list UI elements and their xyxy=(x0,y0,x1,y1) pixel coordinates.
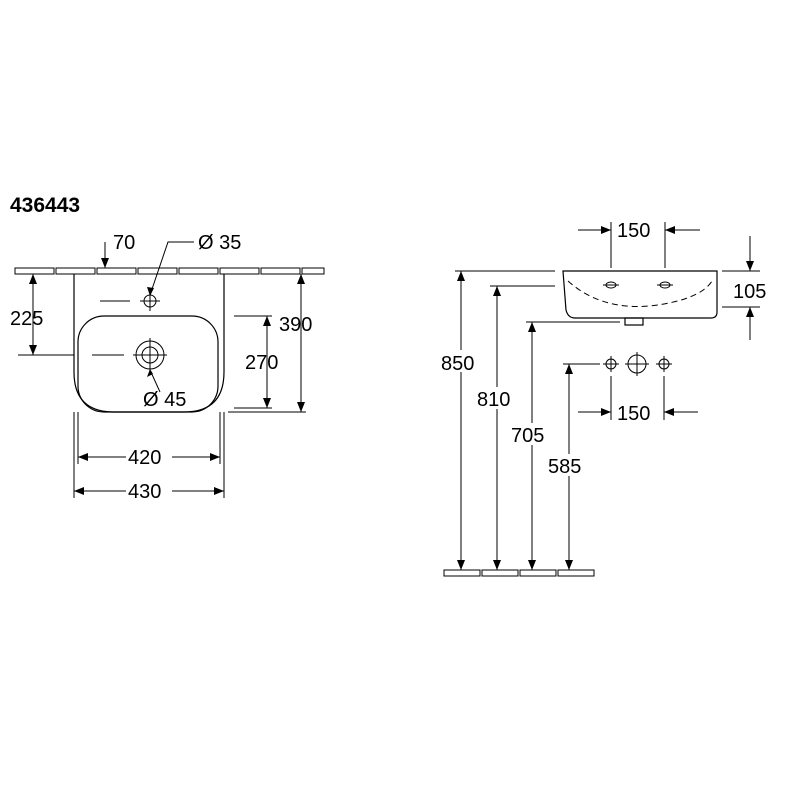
dim-150-top: 150 xyxy=(578,220,700,268)
svg-text:105: 105 xyxy=(733,281,766,303)
wall-top xyxy=(14,267,325,275)
dim-850: 850 xyxy=(440,270,555,570)
dim-dia45: Ø 45 xyxy=(143,369,186,411)
dim-585: 585 xyxy=(547,363,600,570)
floor xyxy=(443,569,595,577)
svg-text:705: 705 xyxy=(511,425,544,447)
dim-dia35: Ø 35 xyxy=(147,232,241,296)
svg-text:150: 150 xyxy=(617,403,650,425)
drain-stub xyxy=(624,317,644,326)
bowl-outline xyxy=(77,315,219,413)
dim-105: 105 xyxy=(722,236,766,340)
dim-705: 705 xyxy=(510,321,620,570)
svg-text:150: 150 xyxy=(617,220,650,242)
tap-holes-top xyxy=(603,281,673,289)
svg-text:585: 585 xyxy=(548,456,581,478)
dim-810: 810 xyxy=(476,285,555,570)
svg-text:Ø 35: Ø 35 xyxy=(198,232,241,254)
svg-text:430: 430 xyxy=(128,481,161,503)
dim-150-bottom: 150 xyxy=(578,376,698,425)
svg-text:850: 850 xyxy=(441,353,474,375)
dim-270: 270 xyxy=(234,315,278,409)
svg-text:70: 70 xyxy=(113,232,135,254)
svg-text:225: 225 xyxy=(10,308,43,330)
svg-text:420: 420 xyxy=(128,447,161,469)
svg-text:810: 810 xyxy=(477,389,510,411)
front-view: 70 Ø 35 225 390 xyxy=(10,232,325,503)
dim-70: 70 xyxy=(101,232,135,268)
dim-420: 420 xyxy=(77,412,221,469)
basin-side-outline xyxy=(562,270,718,319)
bowl-hidden-line xyxy=(567,280,713,307)
dim-430: 430 xyxy=(73,412,225,503)
svg-text:390: 390 xyxy=(279,314,312,336)
wall-connections xyxy=(603,352,672,376)
svg-text:270: 270 xyxy=(245,352,278,374)
product-number: 436443 xyxy=(10,194,80,217)
svg-text:Ø 45: Ø 45 xyxy=(143,389,186,411)
dim-225: 225 xyxy=(10,274,74,356)
side-view: 150 105 850 xyxy=(440,220,766,577)
drain-hole xyxy=(92,338,167,372)
dim-390: 390 xyxy=(228,274,312,413)
